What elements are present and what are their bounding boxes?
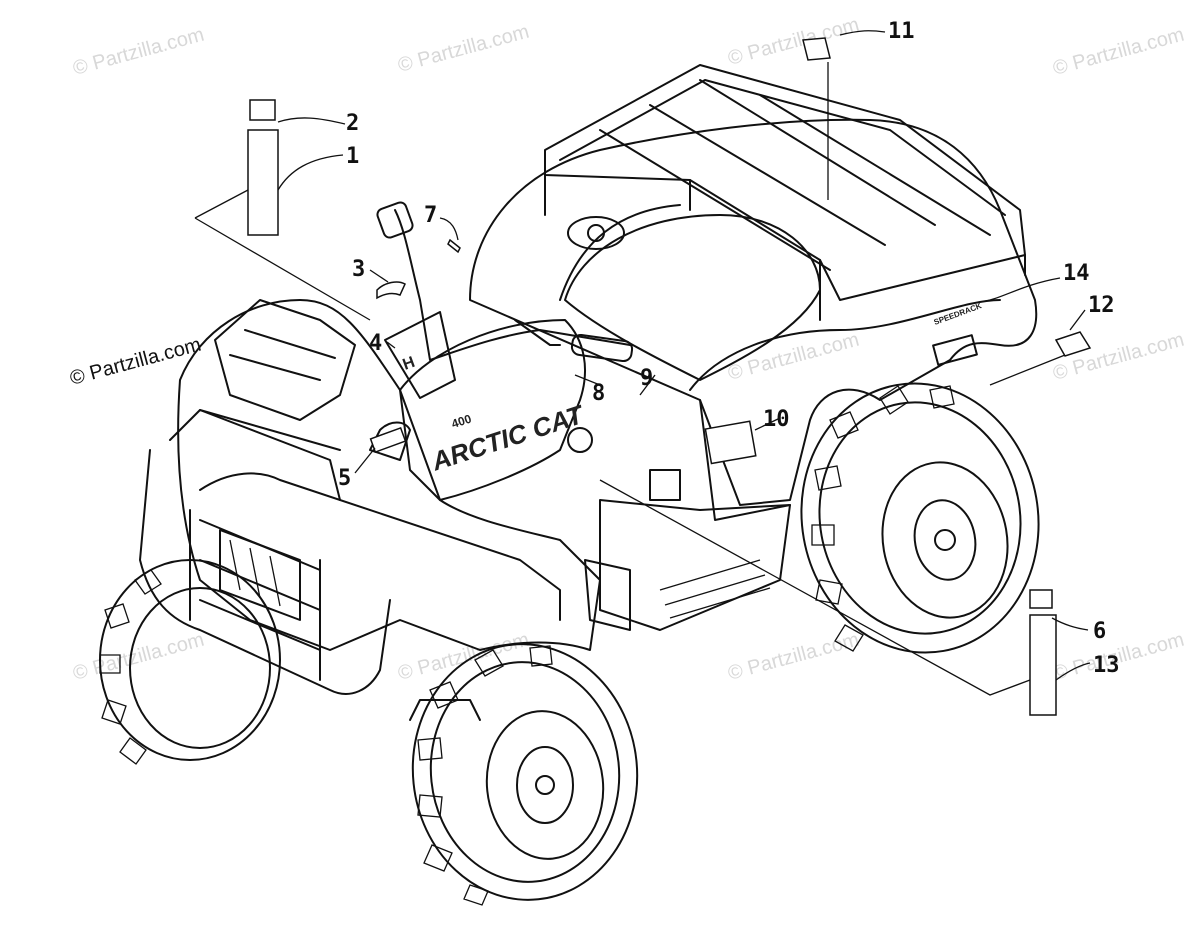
instrument-pod: [384, 311, 456, 399]
callout-6: 6: [1093, 619, 1106, 644]
decal-part-6: [1029, 589, 1053, 609]
callout-14: 14: [1063, 261, 1090, 286]
callout-2: 2: [346, 111, 359, 136]
callout-10: 10: [763, 407, 790, 432]
callout-4: 4: [369, 331, 382, 356]
rear-rack: [544, 64, 1026, 321]
callout-12: 12: [1088, 293, 1115, 318]
callout-13: 13: [1093, 653, 1120, 678]
watermark: © Partzilla.com: [396, 21, 532, 77]
watermarks: © Partzilla.com © Partzilla.com © Partzi…: [71, 14, 1187, 685]
rack-decal-text: SPEEDRACK: [933, 301, 983, 327]
watermark: © Partzilla.com: [1051, 24, 1187, 80]
watermark: © Partzilla.com: [726, 14, 862, 70]
callout-1: 1: [346, 144, 359, 169]
callout-9: 9: [640, 366, 653, 391]
watermark: © Partzilla.com: [396, 629, 532, 685]
seat: [564, 214, 821, 381]
rear-wheel: [800, 382, 1040, 654]
watermark: © Partzilla.com: [726, 629, 862, 685]
body-model-text: 400: [450, 411, 474, 431]
partzilla-brand-label: © Partzilla.com: [68, 334, 204, 390]
body-logo-decal: ARCTIC CAT 400: [427, 399, 588, 477]
rear-fender: [469, 118, 1038, 506]
callout-7: 7: [424, 203, 437, 228]
decal-part-5: [369, 426, 407, 454]
watermark: © Partzilla.com: [71, 24, 207, 80]
floorboard: [599, 499, 791, 631]
callout-11: 11: [888, 19, 915, 44]
svg-text:H: H: [401, 354, 418, 374]
front-bumper: [139, 449, 561, 695]
callout-8: 8: [592, 381, 605, 406]
decal-parts: [247, 37, 1092, 716]
front-body: [177, 299, 601, 651]
decal-part-1: [247, 129, 279, 236]
decal-part-7: [447, 238, 461, 254]
decal-part-13: [1029, 614, 1057, 716]
watermark: © Partzilla.com: [71, 629, 207, 685]
leader-lines: [194, 30, 1091, 696]
decal-part-12: [1054, 331, 1092, 357]
callout-5: 5: [338, 466, 351, 491]
front-rack: [169, 299, 356, 501]
callouts: 1 2 3 4 5 6 7 8 9 10 11 12 13 14: [338, 19, 1120, 678]
decal-part-10: [704, 420, 757, 465]
handlebar: [376, 201, 634, 363]
decal-part-3: [376, 281, 406, 300]
decal-part-11: [802, 37, 831, 61]
decal-part-2: [249, 99, 276, 121]
center-body: [399, 319, 586, 501]
callout-3: 3: [352, 257, 365, 282]
